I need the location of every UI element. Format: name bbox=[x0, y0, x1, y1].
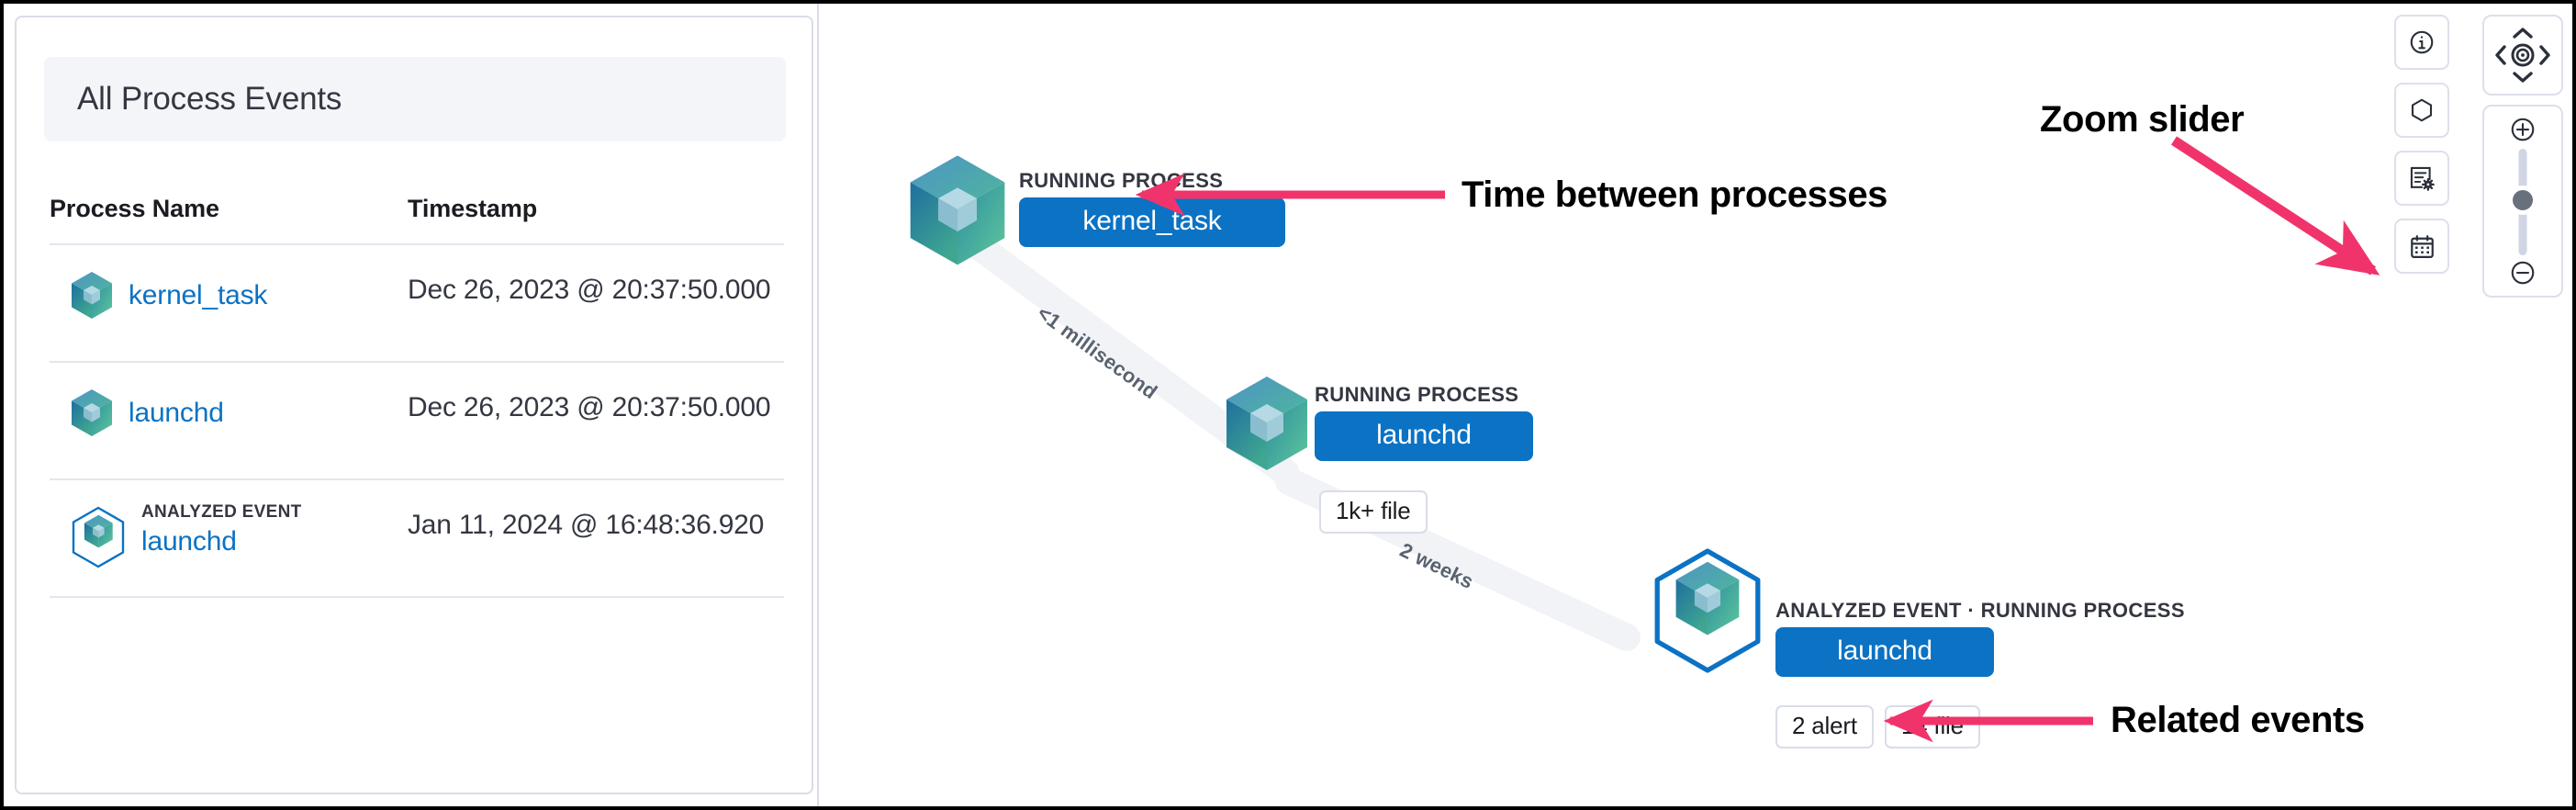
pan-control-icons bbox=[2495, 28, 2550, 83]
cube-hexagon-icon bbox=[70, 506, 127, 568]
table-cell-process-name: launchd bbox=[50, 388, 408, 438]
analyzed-event-tag: ANALYZED EVENT bbox=[141, 502, 302, 522]
table-cell-timestamp: Dec 26, 2023 @ 20:37:50.000 bbox=[408, 275, 771, 305]
cube-icon bbox=[1226, 377, 1307, 470]
event-badges-launchd-running: 1k+ file bbox=[1319, 490, 1428, 534]
cube-icon bbox=[70, 388, 114, 438]
pan-up-icon bbox=[2513, 28, 2533, 39]
pan-left-icon bbox=[2495, 45, 2506, 65]
cube-hexagon-icon bbox=[1654, 548, 1761, 673]
panel-header: All Process Events bbox=[44, 57, 786, 141]
zoom-out-button[interactable] bbox=[2509, 259, 2537, 287]
table-row[interactable]: ANALYZED EVENT launchd Jan 11, 2024 @ 16… bbox=[50, 480, 784, 598]
column-header-process-name: Process Name bbox=[50, 195, 219, 222]
process-name-link[interactable]: launchd bbox=[129, 398, 224, 428]
node-kicker: ANALYZED EVENT · RUNNING PROCESS bbox=[1775, 599, 2185, 622]
event-badges-launchd-analyzed: 2 alert 14 file bbox=[1775, 705, 1980, 748]
zoom-slider-thumb[interactable] bbox=[2508, 186, 2537, 215]
badge-alert-count[interactable]: 2 alert bbox=[1775, 705, 1874, 748]
zoom-out-icon bbox=[2511, 261, 2535, 285]
column-header-timestamp: Timestamp bbox=[408, 195, 538, 222]
node-kicker: RUNNING PROCESS bbox=[1315, 383, 1519, 406]
node-pill-launchd-running[interactable]: launchd bbox=[1315, 411, 1533, 461]
table-cell-process-name: ANALYZED EVENT launchd bbox=[50, 502, 408, 568]
legend-settings-button[interactable] bbox=[2394, 151, 2449, 206]
graph-tool-buttons bbox=[2394, 15, 2449, 274]
zoom-in-button[interactable] bbox=[2509, 116, 2537, 143]
process-events-table: Process Name Timestamp bbox=[50, 195, 784, 598]
process-name-wrap: ANALYZED EVENT launchd bbox=[141, 502, 302, 557]
zoom-control[interactable] bbox=[2482, 105, 2563, 298]
graph-node-launchd-running[interactable] bbox=[1223, 375, 1311, 478]
badge-file-count[interactable]: 14 file bbox=[1884, 705, 1980, 748]
process-name-wrap: launchd bbox=[129, 388, 224, 438]
table-row[interactable]: launchd Dec 26, 2023 @ 20:37:50.000 bbox=[50, 363, 784, 480]
node-kicker: RUNNING PROCESS bbox=[1019, 169, 1224, 192]
list-settings-icon bbox=[2410, 166, 2435, 191]
date-picker-button[interactable] bbox=[2394, 219, 2449, 274]
table-cell-timestamp: Jan 11, 2024 @ 16:48:36.920 bbox=[408, 510, 765, 540]
page-title: All Process Events bbox=[77, 81, 342, 117]
graph-node-label-launchd-analyzed: ANALYZED EVENT · RUNNING PROCESS launchd bbox=[1775, 599, 2185, 677]
info-icon bbox=[2410, 30, 2434, 54]
zoom-in-icon bbox=[2511, 118, 2535, 141]
node-pill-launchd-analyzed[interactable]: launchd bbox=[1775, 627, 1994, 677]
annotation-related-events: Related events bbox=[2111, 700, 2365, 740]
process-name-link[interactable]: launchd bbox=[141, 526, 237, 557]
annotation-time-between-processes: Time between processes bbox=[1462, 174, 1888, 215]
badge-file-count[interactable]: 1k+ file bbox=[1319, 490, 1428, 534]
process-tree-graph[interactable]: RUNNING PROCESS kernel_task <1 milliseco… bbox=[819, 4, 2572, 806]
app-frame: All Process Events Process Name Timestam… bbox=[4, 4, 2572, 806]
graph-node-label-launchd-running: RUNNING PROCESS launchd bbox=[1315, 383, 1533, 461]
cube-icon bbox=[70, 271, 114, 321]
table-cell-timestamp: Dec 26, 2023 @ 20:37:50.000 bbox=[408, 392, 771, 422]
hexagon-button[interactable] bbox=[2394, 83, 2449, 138]
node-pill-kernel-task[interactable]: kernel_task bbox=[1019, 197, 1285, 247]
hexagon-icon bbox=[2411, 98, 2433, 122]
graph-edges bbox=[945, 218, 1641, 651]
pan-control[interactable] bbox=[2482, 15, 2563, 96]
pan-right-icon bbox=[2539, 45, 2550, 65]
cube-icon bbox=[910, 155, 1005, 265]
pan-down-icon bbox=[2513, 72, 2533, 83]
graph-node-label-kernel-task: RUNNING PROCESS kernel_task bbox=[1019, 169, 1285, 247]
table-cell-process-name: kernel_task bbox=[50, 271, 408, 321]
annotation-zoom-slider: Zoom slider bbox=[2040, 99, 2245, 140]
panel-divider bbox=[817, 4, 819, 806]
table-row[interactable]: kernel_task Dec 26, 2023 @ 20:37:50.000 bbox=[50, 245, 784, 363]
graph-node-kernel-task[interactable] bbox=[906, 153, 1009, 274]
table-header-row: Process Name Timestamp bbox=[50, 195, 784, 245]
calendar-icon bbox=[2410, 234, 2434, 258]
all-process-events-panel: All Process Events Process Name Timestam… bbox=[15, 16, 813, 794]
process-name-link[interactable]: kernel_task bbox=[129, 280, 268, 310]
graph-node-launchd-analyzed[interactable] bbox=[1650, 547, 1765, 679]
info-button[interactable] bbox=[2394, 15, 2449, 70]
process-name-wrap: kernel_task bbox=[129, 271, 267, 321]
